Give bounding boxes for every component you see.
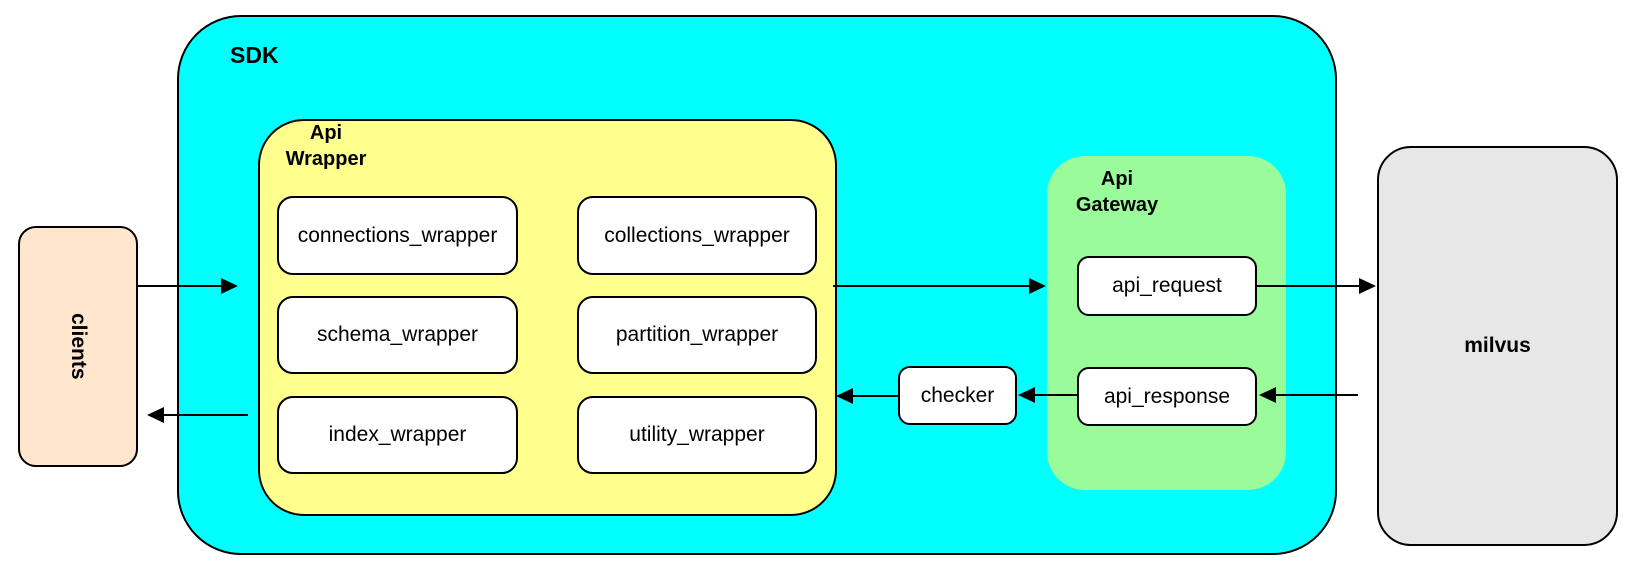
api-wrapper-label-line1: Api (309, 122, 343, 144)
api-gateway-label-line1: Api (1100, 168, 1134, 190)
node-api-request: api_request (1077, 256, 1257, 316)
arrowhead-right-icon (1359, 278, 1376, 294)
arrow-response-to-checker (1018, 387, 1077, 403)
arrowhead-right-icon (221, 278, 238, 294)
container-sdk-label: SDK (230, 42, 279, 68)
arrow-line (138, 285, 223, 287)
arrow-line (1033, 394, 1077, 396)
node-utility-wrapper: utility_wrapper (577, 396, 817, 474)
arrow-line (851, 395, 898, 397)
arrowhead-left-icon (1018, 387, 1035, 403)
node-milvus: milvus (1377, 146, 1618, 546)
arrow-line (1274, 394, 1358, 396)
node-schema-wrapper: schema_wrapper (277, 296, 518, 374)
node-partition-wrapper-label: partition_wrapper (615, 323, 779, 346)
arrow-milvus-to-response (1259, 387, 1358, 403)
arrowhead-left-icon (836, 388, 853, 404)
node-utility-wrapper-label: utility_wrapper (629, 423, 765, 446)
node-collections-wrapper: collections_wrapper (577, 196, 817, 275)
api-gateway-label-line2: Gateway (1075, 194, 1159, 216)
node-connections-wrapper-label: connections_wrapper (297, 223, 498, 247)
arrow-request-to-milvus (1257, 278, 1376, 294)
node-checker: checker (898, 366, 1017, 425)
container-api-wrapper-label: Api Wrapper (260, 120, 392, 172)
container-api-gateway (1047, 156, 1286, 490)
node-checker-label: checker (920, 383, 995, 407)
node-api-response: api_response (1077, 367, 1257, 426)
node-milvus-label: milvus (1464, 334, 1531, 357)
node-api-response-label: api_response (1103, 384, 1231, 408)
arrow-line (162, 414, 248, 416)
arrow-sdk-to-clients (147, 407, 248, 423)
node-clients: clients (18, 226, 138, 467)
node-clients-label: clients (67, 313, 90, 380)
node-connections-wrapper: connections_wrapper (277, 196, 518, 275)
arrowhead-left-icon (147, 407, 164, 423)
arrow-checker-to-wrapper (836, 388, 898, 404)
api-wrapper-label-line2: Wrapper (285, 148, 367, 170)
node-index-wrapper-label: index_wrapper (328, 423, 467, 446)
arrow-wrapper-to-gateway (833, 278, 1046, 294)
node-collections-wrapper-label: collections_wrapper (604, 223, 790, 247)
node-api-request-label: api_request (1112, 274, 1222, 297)
node-index-wrapper: index_wrapper (277, 396, 518, 474)
arrow-line (833, 285, 1031, 287)
container-api-gateway-label: Api Gateway (1052, 166, 1182, 218)
arrow-clients-to-sdk (138, 278, 238, 294)
node-partition-wrapper: partition_wrapper (577, 296, 817, 374)
arrowhead-right-icon (1029, 278, 1046, 294)
arrow-line (1257, 285, 1361, 287)
arrowhead-left-icon (1259, 387, 1276, 403)
node-schema-wrapper-label: schema_wrapper (316, 323, 479, 346)
